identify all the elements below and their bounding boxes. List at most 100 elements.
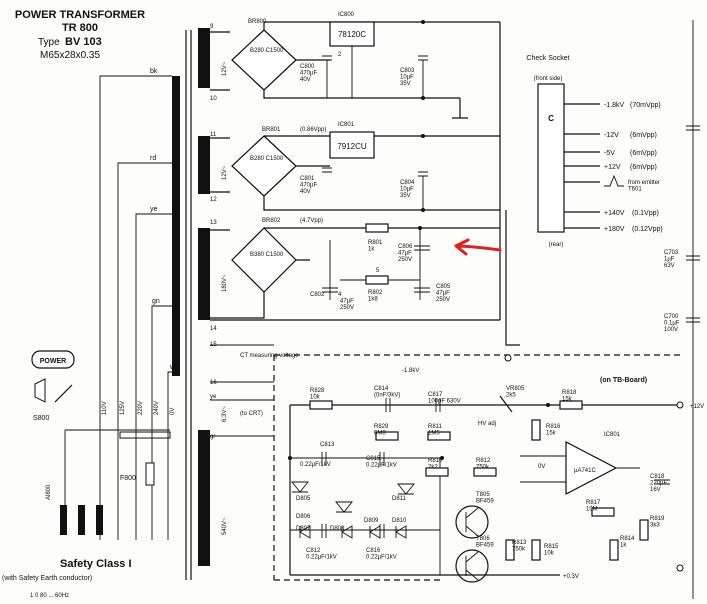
- mains-125v: 125V: [120, 401, 126, 415]
- switch-body: [34, 378, 46, 403]
- pin-14: 14: [210, 326, 217, 332]
- pin-9: 9: [210, 24, 214, 30]
- br800-part: B280 C1500: [250, 48, 284, 54]
- winding-2: 12V~: [222, 165, 228, 180]
- winding-4: 6.3V~: [222, 406, 228, 422]
- opamp-part: µA741C: [574, 468, 596, 474]
- bridge-br800: [231, 29, 297, 91]
- winding-1: 12V~: [222, 61, 228, 76]
- ic800: [329, 21, 375, 47]
- r-pin-5: 5: [376, 268, 380, 274]
- cap-c806: [414, 245, 430, 251]
- hv-plus12v: +12V: [690, 404, 704, 410]
- mains-110v: 110V: [102, 401, 108, 415]
- tap-bk: bk: [150, 68, 158, 75]
- ic800-ref: IC800: [338, 12, 355, 18]
- ic800-pin: 2: [338, 52, 342, 58]
- hv-plus03v: +0.3V: [563, 574, 579, 580]
- model: TR 800: [62, 22, 98, 34]
- safety-class: Safety Class I: [60, 558, 132, 570]
- pin-16: 16: [210, 380, 217, 386]
- tap-rd: rd: [150, 155, 156, 162]
- bridge-br801: [231, 135, 297, 197]
- hv-zero-v: 0V: [538, 464, 545, 470]
- tap-ye: ye: [150, 206, 158, 213]
- tb-board-border: [273, 354, 680, 581]
- type-value: BV 103: [65, 36, 102, 48]
- hv-minus18kv: -1.8kV: [402, 368, 419, 374]
- hv-adj: HV adj: [478, 421, 496, 427]
- mains-0v: 0V: [170, 408, 176, 415]
- part-d811: D811: [392, 496, 407, 502]
- cap-c804: [418, 171, 428, 210]
- winding-5: 540V~: [222, 517, 228, 535]
- safety-note: (with Safety Earth conductor): [2, 575, 92, 582]
- check-socket-rear: (rear): [549, 242, 564, 248]
- br802-part: B380 C1500: [250, 252, 284, 258]
- power-switch[interactable]: POWER S800: [31, 350, 75, 422]
- power-label-box[interactable]: [31, 350, 75, 369]
- r-pin-4: 4: [338, 292, 342, 298]
- rect2-voltage: (0.86Vpp): [300, 127, 326, 133]
- pin-gr: gr: [210, 434, 215, 440]
- opamp-ic801: [565, 441, 618, 495]
- mains-tap-labels: 110V 125V 220V 240V 0V: [102, 401, 176, 415]
- cap-c805: [414, 287, 430, 293]
- winding-3: 180V~: [222, 274, 228, 292]
- br801: BR801: [262, 127, 281, 133]
- check-socket-title: Check Socket: [526, 55, 569, 62]
- part-d810: D810: [392, 518, 407, 524]
- part-d809: D809: [364, 518, 379, 524]
- pulse-icon: [604, 174, 624, 187]
- out-4-note: (6mVpp): [630, 164, 657, 171]
- tap-wh: wh: [169, 364, 179, 371]
- cap-c801: [322, 167, 332, 173]
- transistor-t806: [455, 549, 489, 583]
- out-1-v: -1.8kV: [604, 102, 625, 109]
- br802: BR802: [262, 218, 281, 224]
- pin-10: 10: [210, 96, 217, 102]
- out-7-v: +180V: [604, 226, 625, 233]
- voltage-selector-bar: [119, 431, 171, 439]
- transistor-t805: [455, 505, 489, 539]
- check-pin-c: C: [548, 114, 554, 123]
- part-d806: D806: [296, 514, 311, 520]
- part-c814: C814(0nF/3kV): [374, 386, 400, 399]
- cap-c800: [322, 55, 332, 98]
- cap-c803: [418, 55, 428, 98]
- out-2-note: (6mVpp): [630, 132, 657, 139]
- part-d807: D807: [296, 526, 311, 532]
- ground-1: [452, 98, 468, 119]
- check-socket-front: (front side): [534, 76, 563, 82]
- out-3-v: -5V: [604, 150, 615, 157]
- ct-label: CT measuring voltage: [240, 353, 299, 359]
- cap-c802: [322, 287, 338, 293]
- safety-footnote: 1 0 80 ... 60Hz: [30, 593, 69, 599]
- out-6-note: (0.1Vpp): [632, 210, 659, 217]
- pin-13: 13: [210, 220, 217, 226]
- power-label: POWER: [40, 358, 66, 365]
- check-outputs: -1.8kV (70mVpp) -12V (6mVpp) -5V (6mVpp)…: [564, 102, 663, 233]
